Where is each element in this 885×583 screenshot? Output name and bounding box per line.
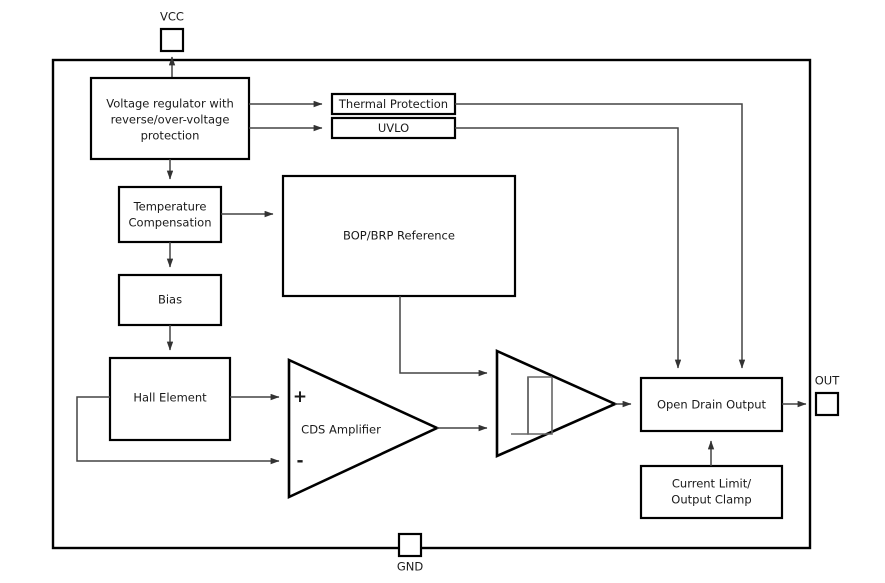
current-limit-label-line2: Output Clamp xyxy=(671,493,751,507)
wire-hall-element-to-amp-minus xyxy=(76,396,280,465)
block-bias[interactable] xyxy=(117,273,223,327)
block-cds-amplifier[interactable] xyxy=(287,357,441,500)
block-voltage-regulator[interactable] xyxy=(89,76,251,161)
gnd-pad-label: GND xyxy=(397,560,424,574)
out-pad-label: OUT xyxy=(815,374,840,388)
block-bop-brp-reference[interactable] xyxy=(281,174,517,298)
hysteresis-icon-step xyxy=(527,377,553,435)
chip-boundary xyxy=(51,58,812,550)
voltage-regulator-label-line3: protection xyxy=(141,129,200,143)
amp-minus-sign: - xyxy=(296,451,303,471)
block-hall-element[interactable] xyxy=(108,356,232,442)
uvlo-label: UVLO xyxy=(378,121,409,135)
bias-label: Bias xyxy=(158,293,182,307)
vcc-pad[interactable] xyxy=(159,27,185,53)
wire-uvlo-to-open-drain xyxy=(455,127,682,369)
temperature-compensation-label-line2: Compensation xyxy=(129,216,212,230)
block-temperature-compensation[interactable] xyxy=(117,185,223,244)
thermal-protection-label: Thermal Protection xyxy=(338,97,448,111)
bop-brp-reference-label: BOP/BRP Reference xyxy=(343,229,455,243)
amp-plus-sign: + xyxy=(293,387,307,407)
voltage-regulator-label-line2: reverse/over-voltage xyxy=(111,113,230,127)
open-drain-output-label: Open Drain Output xyxy=(657,398,767,412)
block-comparator[interactable] xyxy=(495,348,619,458)
block-open-drain-output[interactable] xyxy=(639,376,784,433)
vcc-pad-label: VCC xyxy=(160,10,184,24)
wire-thermal-protection-to-open-drain xyxy=(455,103,746,369)
hall-element-label: Hall Element xyxy=(133,391,207,405)
cds-amplifier-label: CDS Amplifier xyxy=(301,423,381,437)
voltage-regulator-label-line1: Voltage regulator with xyxy=(106,97,234,111)
gnd-pad[interactable] xyxy=(397,532,423,558)
wire-bop-brp-to-comparator xyxy=(399,296,488,377)
block-current-limit-output-clamp[interactable] xyxy=(639,464,784,520)
out-pad[interactable] xyxy=(814,391,840,417)
current-limit-label-line1: Current Limit/ xyxy=(672,477,751,491)
temperature-compensation-label-line1: Temperature xyxy=(133,200,207,214)
